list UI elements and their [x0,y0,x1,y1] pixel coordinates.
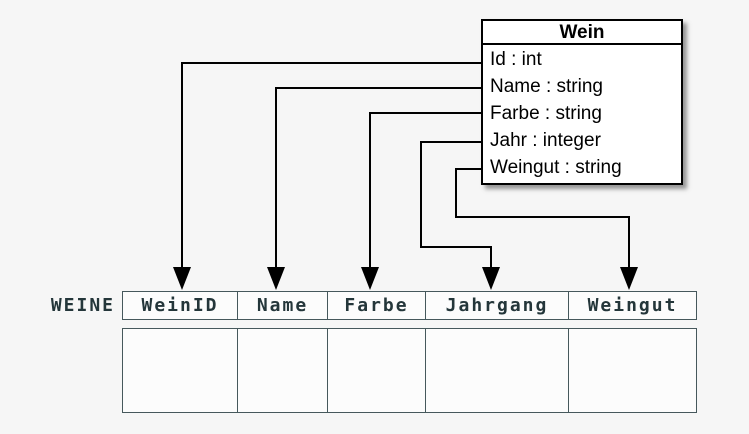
column-header-weingut: Weingut [568,292,696,319]
empty-cell-weingut [568,329,696,412]
arrow-id-to-weinid [173,62,481,290]
arrow-weingut-to-weingut [455,168,638,290]
column-header-jahrgang: Jahrgang [425,292,568,319]
class-attribute-weingut: Weingut : string [490,157,622,178]
class-attribute-name: Name : string [490,76,603,97]
table-name-label: WEINE [50,295,115,316]
empty-cell-farbe [327,329,425,412]
column-header-name: Name [237,292,327,319]
column-header-weinid: WeinID [141,295,219,316]
column-header-farbe: Farbe [327,292,425,319]
arrow-jahr-to-jahrgang [420,141,500,290]
class-attribute-jahr: Jahr : integer [490,130,601,151]
class-title: Wein [483,21,681,45]
empty-cell-weinid [123,329,237,412]
uml-class-wein: Wein Id : int Name : string Farbe : stri… [481,19,683,185]
class-attribute-id: Id : int [490,49,542,70]
arrow-name-to-name [267,87,481,290]
class-attribute-list: Id : int Name : string Farbe : string Ja… [483,45,681,183]
empty-cell-jahrgang [425,329,568,412]
table-header-row: WeinID Name Farbe Jahrgang Weingut [122,291,697,320]
class-attribute-farbe: Farbe : string [490,103,602,124]
arrow-farbe-to-farbe [361,112,481,290]
empty-cell-name [237,329,327,412]
table-body-row [122,328,697,413]
